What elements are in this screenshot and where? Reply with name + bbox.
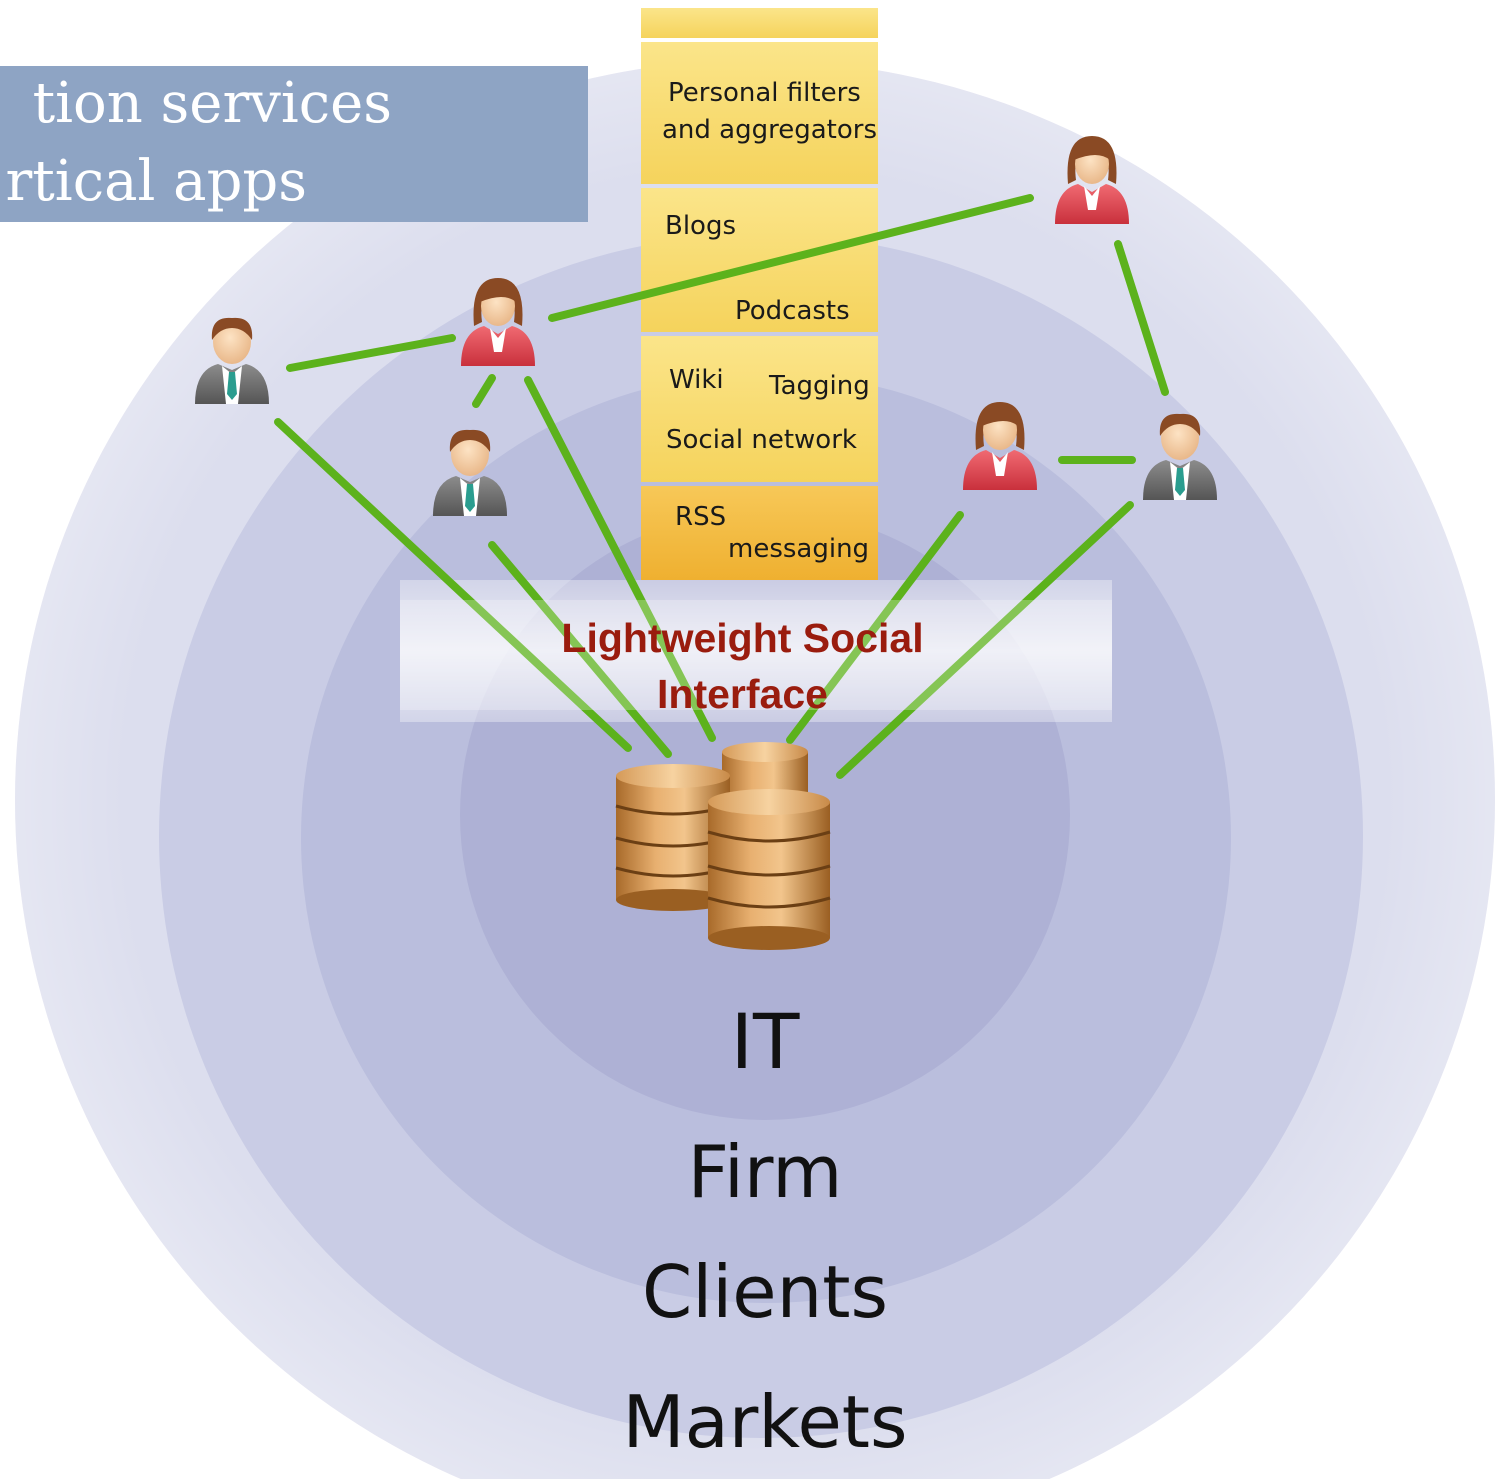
stack-label-social-network: Social network (666, 425, 857, 455)
stack-label-blogs: Blogs (665, 211, 737, 241)
ring-label-firm: Firm (687, 1130, 843, 1214)
connector-line (786, 511, 964, 744)
ring-label-markets: Markets (622, 1380, 908, 1464)
interface-label-line-2: Interface (657, 671, 828, 717)
title-line-1: tion services (32, 71, 392, 136)
stack-label-personal-filters: Personal filters (668, 78, 861, 108)
stack-band-top (641, 8, 878, 38)
stack-label-messaging: messaging (728, 534, 870, 564)
connector-line (488, 541, 672, 758)
stack-label-podcasts: Podcasts (735, 296, 850, 326)
stack-band-rss (641, 486, 878, 580)
ring-label-it: IT (730, 997, 800, 1086)
connector-line (524, 376, 716, 742)
stack-band-filters (641, 42, 878, 184)
stack-label-rss: RSS (675, 502, 727, 532)
connector-line (836, 501, 1134, 779)
stack-label-aggregators: and aggregators (662, 115, 878, 145)
stack-label-tagging: Tagging (769, 371, 870, 401)
connector-line (472, 374, 496, 408)
database-cylinder (707, 789, 831, 950)
stack-label-wiki: Wiki (669, 365, 724, 395)
interface-label: Lightweight Social Interface (500, 610, 985, 722)
title-line-2: rtical apps (5, 149, 307, 214)
ring-label-clients: Clients (642, 1250, 888, 1334)
application-stack (641, 8, 878, 580)
interface-label-line-1: Lightweight Social (561, 615, 924, 661)
database-icon (615, 742, 831, 950)
connector-line (1114, 240, 1169, 396)
stack-band-wiki (641, 336, 878, 482)
connector-line (274, 418, 632, 752)
title-box: tion services rtical apps (0, 66, 588, 222)
connector-line (286, 334, 456, 372)
connector-line (548, 194, 1034, 322)
connector-lines (274, 194, 1169, 779)
stack-band-blogs (641, 188, 878, 332)
